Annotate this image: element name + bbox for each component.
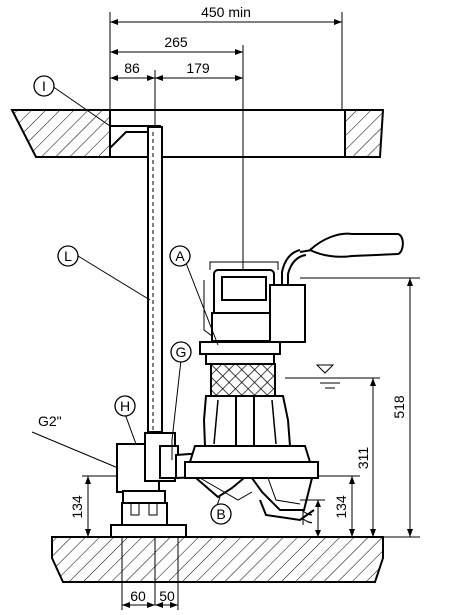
dim-pump-offset: 179 [186, 60, 210, 76]
callout-h-label: H [120, 398, 130, 414]
dim-height-total: 518 [391, 395, 407, 419]
callout-i: I [33, 75, 111, 127]
callout-g-label: G [176, 344, 187, 360]
pump-body [184, 232, 404, 522]
dim-base-60: 60 [130, 588, 146, 604]
callout-a-label: A [175, 248, 185, 264]
top-slab [10, 109, 385, 158]
callout-a: A [169, 245, 219, 346]
guide-rail [109, 125, 163, 433]
callout-l-label: L [64, 248, 72, 264]
dim-height-134-left: 134 [69, 495, 85, 519]
callout-l: L [57, 245, 151, 301]
pipe-label-group: G2" [31, 413, 119, 469]
dim-height-level: 311 [355, 447, 371, 470]
callout-g: G [170, 341, 192, 460]
dim-height-77: 77 [299, 510, 315, 526]
callout-i-label: I [42, 78, 46, 94]
dim-overall-width: 450 min [201, 4, 251, 20]
callout-b: B [210, 496, 232, 525]
dim-rail-offset: 86 [124, 60, 140, 76]
dim-height-134-right: 134 [333, 495, 349, 519]
discharge-base [110, 432, 205, 538]
callout-b-label: B [216, 506, 225, 522]
dim-base-50: 50 [159, 588, 175, 604]
callout-h: H [114, 395, 137, 445]
pipe-size-label: G2" [38, 413, 62, 429]
dim-axis-offset: 265 [164, 34, 188, 50]
ground-slab [51, 536, 384, 583]
